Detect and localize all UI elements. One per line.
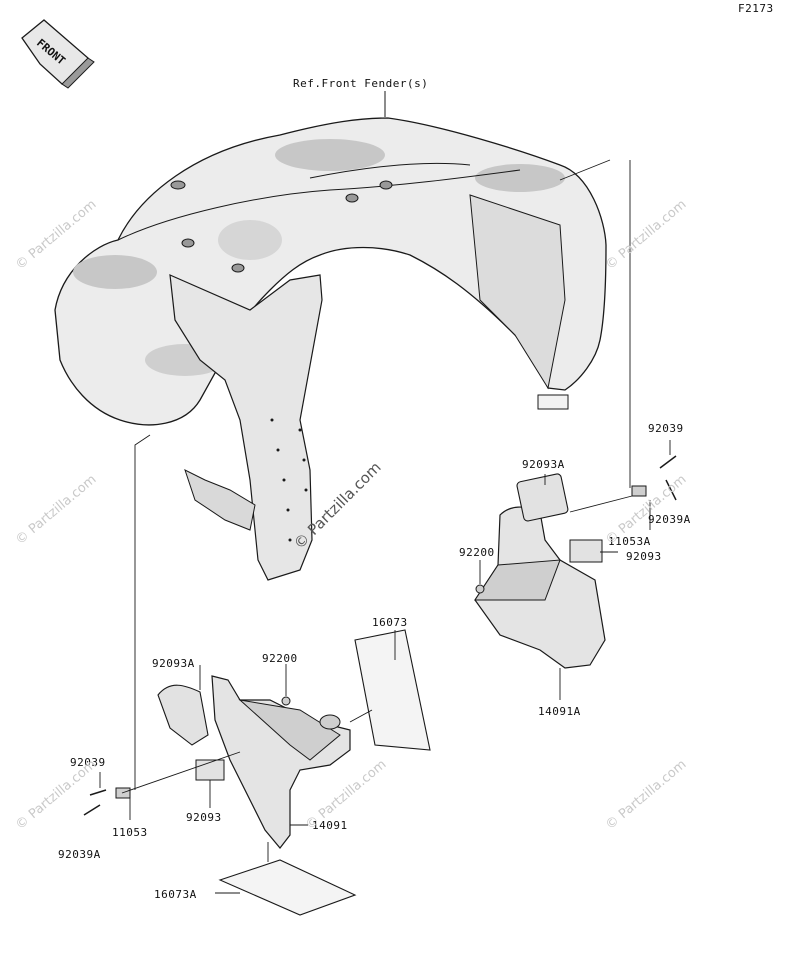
figure-id: F2173 <box>738 2 774 15</box>
screws <box>83 455 677 816</box>
screw-92039-right <box>659 455 677 469</box>
label-92039a-left: 92039A <box>58 848 101 861</box>
sheet-16073 <box>354 629 431 751</box>
fender-lower-lip <box>184 469 256 531</box>
reference-label: Ref.Front Fender(s) <box>293 77 428 90</box>
watermark-3: © Partzilla.com <box>13 757 99 833</box>
block-92093-left <box>195 759 225 781</box>
leader-lines <box>99 159 671 894</box>
bracket-11053a <box>631 485 647 497</box>
label-11053a: 11053A <box>608 535 651 548</box>
watermark-6: © Partzilla.com <box>603 757 689 833</box>
mount-hole-3 <box>231 263 245 273</box>
label-16073a: 16073A <box>154 888 197 901</box>
label-92200-left: 92200 <box>262 652 298 665</box>
watermark-4: © Partzilla.com <box>603 197 689 273</box>
label-16073: 16073 <box>372 616 408 629</box>
label-92039-right: 92039 <box>648 422 684 435</box>
fender-shade-2 <box>275 139 385 171</box>
mud-flap-left-boss <box>319 714 341 730</box>
screw-92039-left <box>89 789 107 796</box>
fender-inner-wall-left <box>169 274 323 581</box>
screw-92039a-left <box>83 804 101 816</box>
screw-92039a-right <box>665 479 677 501</box>
mud-flap-right-fold <box>474 559 561 601</box>
label-11053: 11053 <box>112 826 148 839</box>
label-92093a-left: 92093A <box>152 657 195 670</box>
fender-shade-1 <box>73 255 157 289</box>
fender-ridge <box>117 169 521 241</box>
mud-flap-left-fold <box>238 699 341 761</box>
label-92039a-right: 92039A <box>648 513 691 526</box>
sheet-16073a <box>218 859 357 916</box>
fender-shade-3 <box>475 164 565 192</box>
fender-inner-ridge <box>309 162 471 179</box>
rear-fender-assembly <box>54 117 607 581</box>
mud-flap-left-body <box>211 675 351 849</box>
fender-shade-5 <box>218 220 282 260</box>
pad-92093a-right <box>516 473 569 522</box>
label-92039-left: 92039 <box>70 756 106 769</box>
label-92093a-right: 92093A <box>522 458 565 471</box>
right-mud-flap-14091a <box>474 473 647 669</box>
nut-92200-right <box>475 584 485 594</box>
watermark-2: © Partzilla.com <box>13 472 99 548</box>
pad-92093a-left <box>157 684 209 746</box>
fender-inner-wall-right <box>469 194 566 390</box>
label-92093-left: 92093 <box>186 811 222 824</box>
label-92200-right: 92200 <box>459 546 495 559</box>
fender-clip-right <box>537 394 569 410</box>
front-arrow-side <box>61 57 95 89</box>
fender-rivets <box>270 418 308 542</box>
mount-hole-2 <box>181 238 195 248</box>
mount-hole-4 <box>345 193 359 203</box>
nut-92200-left <box>281 696 291 706</box>
label-14091: 14091 <box>312 819 348 832</box>
front-direction-tag: FRONT <box>21 19 95 89</box>
label-14091a: 14091A <box>538 705 581 718</box>
label-92093-right: 92093 <box>626 550 662 563</box>
mount-hole-5 <box>379 180 393 190</box>
mount-hole-1 <box>170 180 186 190</box>
block-92093-right <box>569 539 603 563</box>
part-labels: 92039 92093A 92039A 11053A 92200 92093 1… <box>58 422 691 901</box>
